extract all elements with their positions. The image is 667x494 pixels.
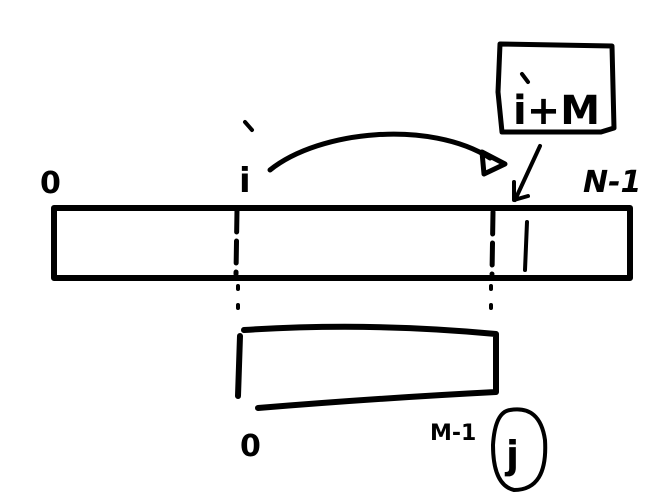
i-plus-m-position-mark xyxy=(489,209,496,277)
big-array-end-label: N-1 xyxy=(583,165,641,200)
i-position-mark xyxy=(233,207,240,277)
big-array-i-label: i xyxy=(239,161,251,201)
j-label: j xyxy=(504,433,519,477)
boxed-label-i-dot xyxy=(520,72,530,84)
j-loop-circle xyxy=(491,407,548,492)
box-pointer-arrow xyxy=(512,144,542,202)
small-array-end-label: M-1 xyxy=(430,421,476,446)
big-array-start-label: 0 xyxy=(40,166,61,201)
i-dot-stroke xyxy=(243,120,254,132)
small-array-start-label: 0 xyxy=(240,429,261,464)
boxed-label-text: i+M xyxy=(513,88,600,134)
big-array-rect xyxy=(51,205,633,281)
shift-arrow-curve xyxy=(267,131,493,173)
boxed-label-frame xyxy=(495,41,617,135)
small-array-box xyxy=(235,323,499,411)
next-position-mark xyxy=(523,220,529,272)
shift-arrow-head xyxy=(479,149,508,177)
